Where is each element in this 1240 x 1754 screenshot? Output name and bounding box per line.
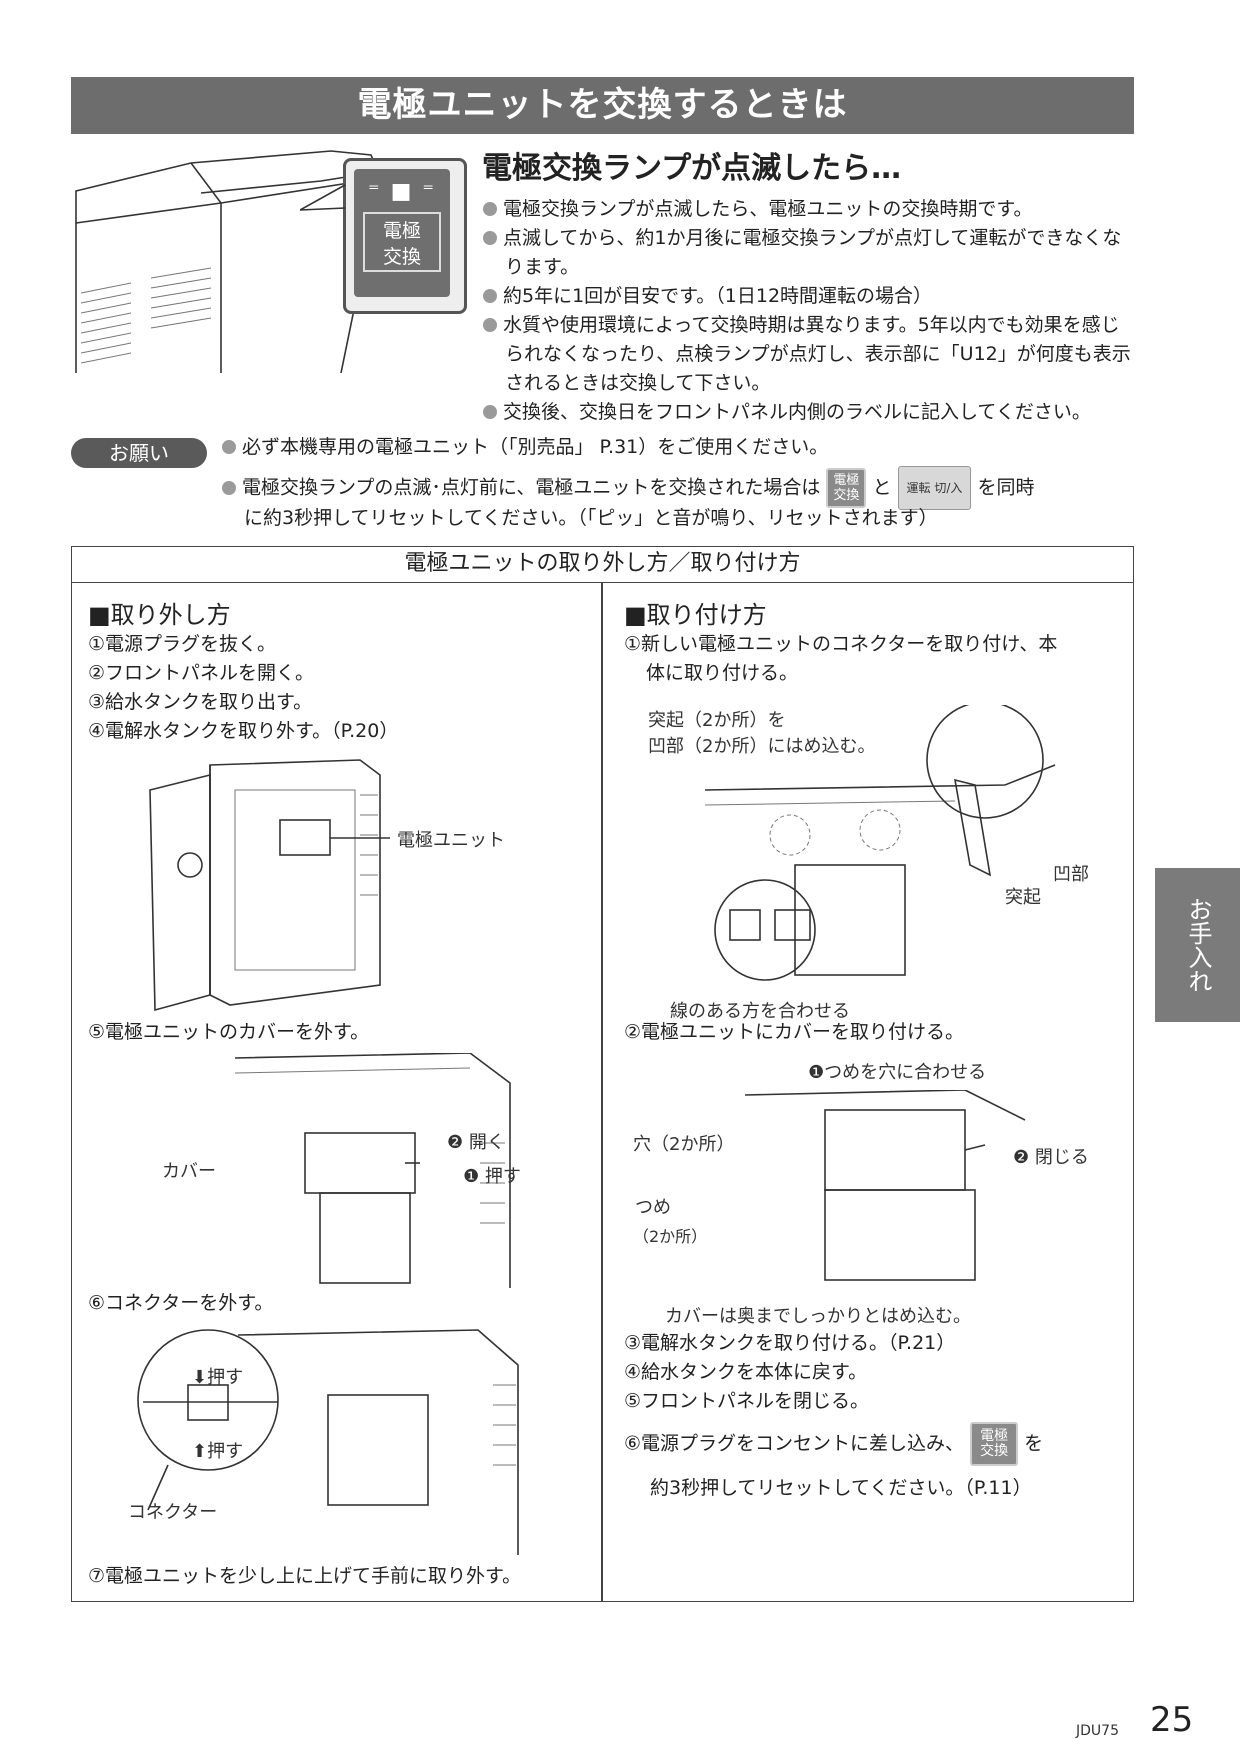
install-steps-3-5: ③電解水タンクを取り付ける。（P.21） ④給水タンクを本体に戻す。 ⑤フロント… [624, 1329, 955, 1416]
column-divider [601, 583, 603, 1602]
install-step-6-cont: 約3秒押してリセットしてください。（P.11） [650, 1477, 1032, 1499]
install-title: ■取り付け方 [624, 601, 767, 629]
remove-step-2: ②フロントパネルを開く。 [88, 662, 315, 684]
cover-caption: カバーは奥までしっかりとはめ込む。 [665, 1306, 971, 1327]
bump-note: 突起（2か所）を 凹部（2か所）にはめ込む。 [648, 710, 876, 757]
open-label: ❷ 開く [447, 1132, 505, 1153]
install-step-1: ①新しい電極ユニットのコネクターを取り付け、本 体に取り付ける。 [624, 633, 1058, 684]
remove-step-1: ①電源プラグを抜く。 [88, 633, 277, 655]
request-line-1: 必ず本機専用の電極ユニット（「別売品」 P.31）をご使用ください。 [222, 432, 828, 462]
remove-step-4: ④電解水タンクを取り外す。（P.20） [88, 720, 399, 742]
power-key-icon: 運転 切/入 [897, 466, 972, 510]
hole-label: 穴（2か所） [633, 1134, 735, 1155]
lamp-callout: ⁼ ■ ⁼ 電極 交換 [343, 158, 467, 314]
electrode-key-icon: 電極 交換 [970, 1422, 1019, 1466]
electrode-unit-label: 電極ユニット [397, 830, 505, 851]
remove-step-7: ⑦電極ユニットを少し上に上げて手前に取り外す。 [88, 1565, 522, 1587]
install-step-5: ⑤フロントパネルを閉じる。 [624, 1390, 870, 1412]
bullet-item: 水質や使用環境によって交換時期は異なります。5年以内でも効果を感じられなくなった… [483, 311, 1133, 398]
request-badge: お願い [71, 438, 207, 468]
lamp-bullets: 電極交換ランプが点滅したら、電極ユニットの交換時期です。 点滅してから、約1か月… [483, 195, 1133, 427]
blink-icon: ⁼ ■ ⁼ [368, 179, 436, 204]
claw-label: つめ [635, 1197, 671, 1218]
page-title: 電極ユニットを交換するときは [71, 77, 1134, 134]
lamp-panel: ⁼ ■ ⁼ 電極 交換 [354, 169, 450, 297]
close-label: ❷ 閉じる [1013, 1147, 1089, 1168]
recess-label: 凹部 [1053, 864, 1089, 885]
push-label: ❶ 押す [463, 1166, 521, 1187]
callout-pointer [300, 184, 346, 211]
connector-label: コネクター [128, 1502, 218, 1523]
electrode-key-icon: 電極 交換 [826, 468, 867, 508]
procedure-header: 電極ユニットの取り外し方／取り付け方 [71, 546, 1134, 583]
request-line-3: に約3秒押してリセットしてください。（「ピッ」と音が鳴り、リセットされます） [244, 507, 938, 529]
install-step-2: ②電極ユニットにカバーを取り付ける。 [624, 1021, 965, 1043]
remove-step-3: ③給水タンクを取り出す。 [88, 691, 313, 713]
install-step-4: ④給水タンクを本体に戻す。 [624, 1361, 868, 1383]
electrode-lamp-label: 電極 交換 [363, 212, 441, 272]
push-top-label: ⬇押す [192, 1367, 244, 1388]
bullet-item: 点滅してから、約1か月後に電極交換ランプが点灯して運転ができなくなります。 [483, 224, 1133, 282]
remove-step-5: ⑤電極ユニットのカバーを外す。 [88, 1021, 370, 1043]
remove-title: ■取り外し方 [88, 601, 231, 629]
bullet-item: 交換後、交換日をフロントパネル内側のラベルに記入してください。 [483, 398, 1133, 427]
request-line-2: 電極交換ランプの点滅･点灯前に、電極ユニットを交換された場合は 電極 交換 と … [222, 466, 1034, 510]
open-unit-illustration [149, 759, 390, 1012]
claw-count-label: （2か所） [633, 1227, 708, 1246]
section-side-tab: お手入れ [1155, 868, 1240, 1022]
cover-label: カバー [162, 1161, 216, 1182]
bullet-item: 約5年に1回が目安です。（1日12時間運転の場合） [483, 282, 1133, 311]
install-step-6: ⑥電源プラグをコンセントに差し込み、 電極 交換 を [624, 1422, 1043, 1466]
bump-label: 突起 [1005, 887, 1041, 908]
page-number: 25 [1150, 1700, 1194, 1740]
connector-removal-illustration [137, 1329, 519, 1555]
claw-hole-label: ❶つめを穴に合わせる [808, 1062, 987, 1083]
lamp-subtitle: 電極交換ランプが点滅したら… [482, 151, 902, 186]
model-code: JDU75 [1076, 1723, 1119, 1739]
install-step-3: ③電解水タンクを取り付ける。（P.21） [624, 1332, 956, 1354]
attach-cover-illustration [745, 1090, 1026, 1281]
bullet-item: 電極交換ランプが点滅したら、電極ユニットの交換時期です。 [483, 195, 1133, 224]
cover-removal-illustration [234, 1053, 511, 1288]
remove-step-6: ⑥コネクターを外す。 [88, 1292, 274, 1314]
install-connector-illustration [704, 705, 1056, 981]
push-bottom-label: ⬆押す [192, 1441, 244, 1462]
align-line-label: 線のある方を合わせる [670, 1001, 850, 1022]
remove-steps: ①電源プラグを抜く。 ②フロントパネルを開く。 ③給水タンクを取り出す。 ④電解… [88, 630, 398, 746]
procedure-box [71, 546, 1134, 1602]
